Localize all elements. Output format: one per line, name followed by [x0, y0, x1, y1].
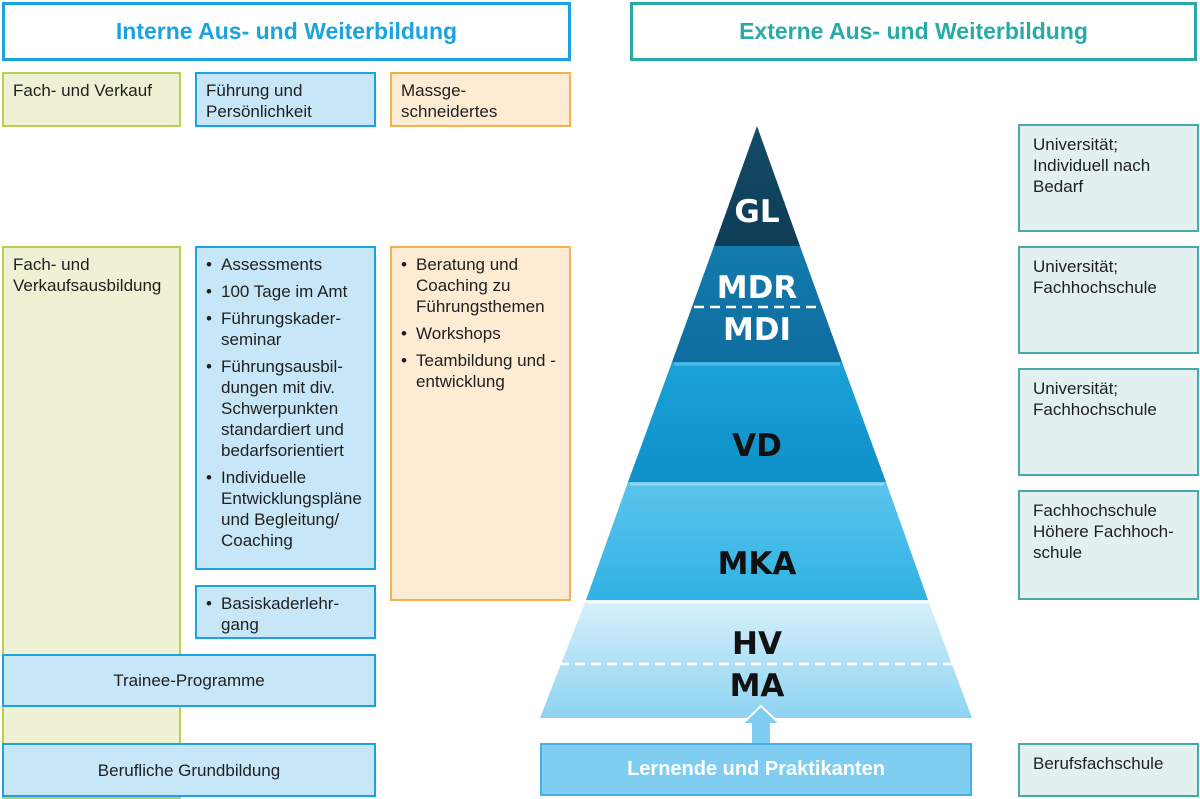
pyramid-band-mdr-mdi [672, 246, 842, 362]
category-massgeschneidert: Massge-schneidertes [390, 72, 571, 127]
external-base-box: Berufsfachschule [1018, 743, 1199, 797]
level-ma: MA [729, 668, 785, 704]
trainee-box: Trainee-Programme [2, 654, 376, 707]
level-mdr: MDR [716, 270, 798, 306]
fuehrung-program-list: Assessments 100 Tage im Amt Führungskade… [206, 254, 365, 551]
list-item: Individuelle Entwicklungspläne und Begle… [206, 467, 365, 551]
external-md-label: Universität; Fachhochschule [1033, 257, 1157, 297]
internal-header: Interne Aus- und Weiterbildung [2, 2, 571, 61]
list-item: Basiskaderlehr-gang [206, 593, 365, 635]
level-vd: VD [732, 428, 782, 464]
category-fuehrung: Führung und Persönlichkeit [195, 72, 376, 127]
list-item: Workshops [401, 323, 560, 344]
fach-verkaufsausbildung-label: Fach- und Verkaufsausbildung [13, 255, 162, 295]
list-item: Führungskader-seminar [206, 308, 365, 350]
grundbildung-box: Berufliche Grundbildung [2, 743, 376, 797]
category-fach-verkauf-label: Fach- und Verkauf [13, 81, 152, 100]
external-base-label: Berufsfachschule [1033, 754, 1164, 773]
level-hv: HV [732, 626, 782, 662]
external-md-box: Universität; Fachhochschule [1018, 246, 1199, 354]
list-item: 100 Tage im Amt [206, 281, 365, 302]
external-gl-label: Universität; Individuell nach Bedarf [1033, 135, 1151, 196]
category-fuehrung-label: Führung und Persönlichkeit [206, 81, 312, 121]
list-item: Führungsausbil-dungen mit div. Schwerpun… [206, 356, 365, 461]
basiskader-box: Basiskaderlehr-gang [195, 585, 376, 639]
pyramid-band-hv-ma [540, 600, 972, 718]
level-mdi: MDI [722, 312, 792, 348]
massgeschneidert-list: Beratung und Coaching zu Führungsthemen … [401, 254, 560, 392]
external-gl-box: Universität; Individuell nach Bedarf [1018, 124, 1199, 232]
level-mka: MKA [717, 546, 797, 582]
level-gl: GL [734, 194, 780, 230]
list-item: Assessments [206, 254, 365, 275]
list-item: Beratung und Coaching zu Führungsthemen [401, 254, 560, 317]
external-vd-box: Universität; Fachhochschule [1018, 368, 1199, 476]
external-mka-label: Fachhochschule Höhere Fachhoch-schule [1033, 501, 1174, 562]
pyramid-band-gl [714, 126, 800, 246]
category-massgeschneidert-label: Massge-schneidertes [401, 81, 498, 121]
lernende-box: Lernende und Praktikanten [540, 743, 972, 796]
massgeschneidert-box: Beratung und Coaching zu Führungsthemen … [390, 246, 571, 601]
external-vd-label: Universität; Fachhochschule [1033, 379, 1157, 419]
external-header: Externe Aus- und Weiterbildung [630, 2, 1197, 61]
lernende-label: Lernende und Praktikanten [627, 758, 885, 780]
grundbildung-label: Berufliche Grundbildung [97, 760, 281, 780]
basiskader-list: Basiskaderlehr-gang [206, 593, 365, 635]
fuehrung-program-box: Assessments 100 Tage im Amt Führungskade… [195, 246, 376, 570]
list-item: Teambildung und -entwicklung [401, 350, 560, 392]
category-fach-verkauf: Fach- und Verkauf [2, 72, 181, 127]
trainee-label: Trainee-Programme [113, 671, 265, 690]
pyramid-band-vd [628, 362, 886, 482]
external-mka-box: Fachhochschule Höhere Fachhoch-schule [1018, 490, 1199, 600]
pyramid-band-mka [586, 482, 928, 600]
